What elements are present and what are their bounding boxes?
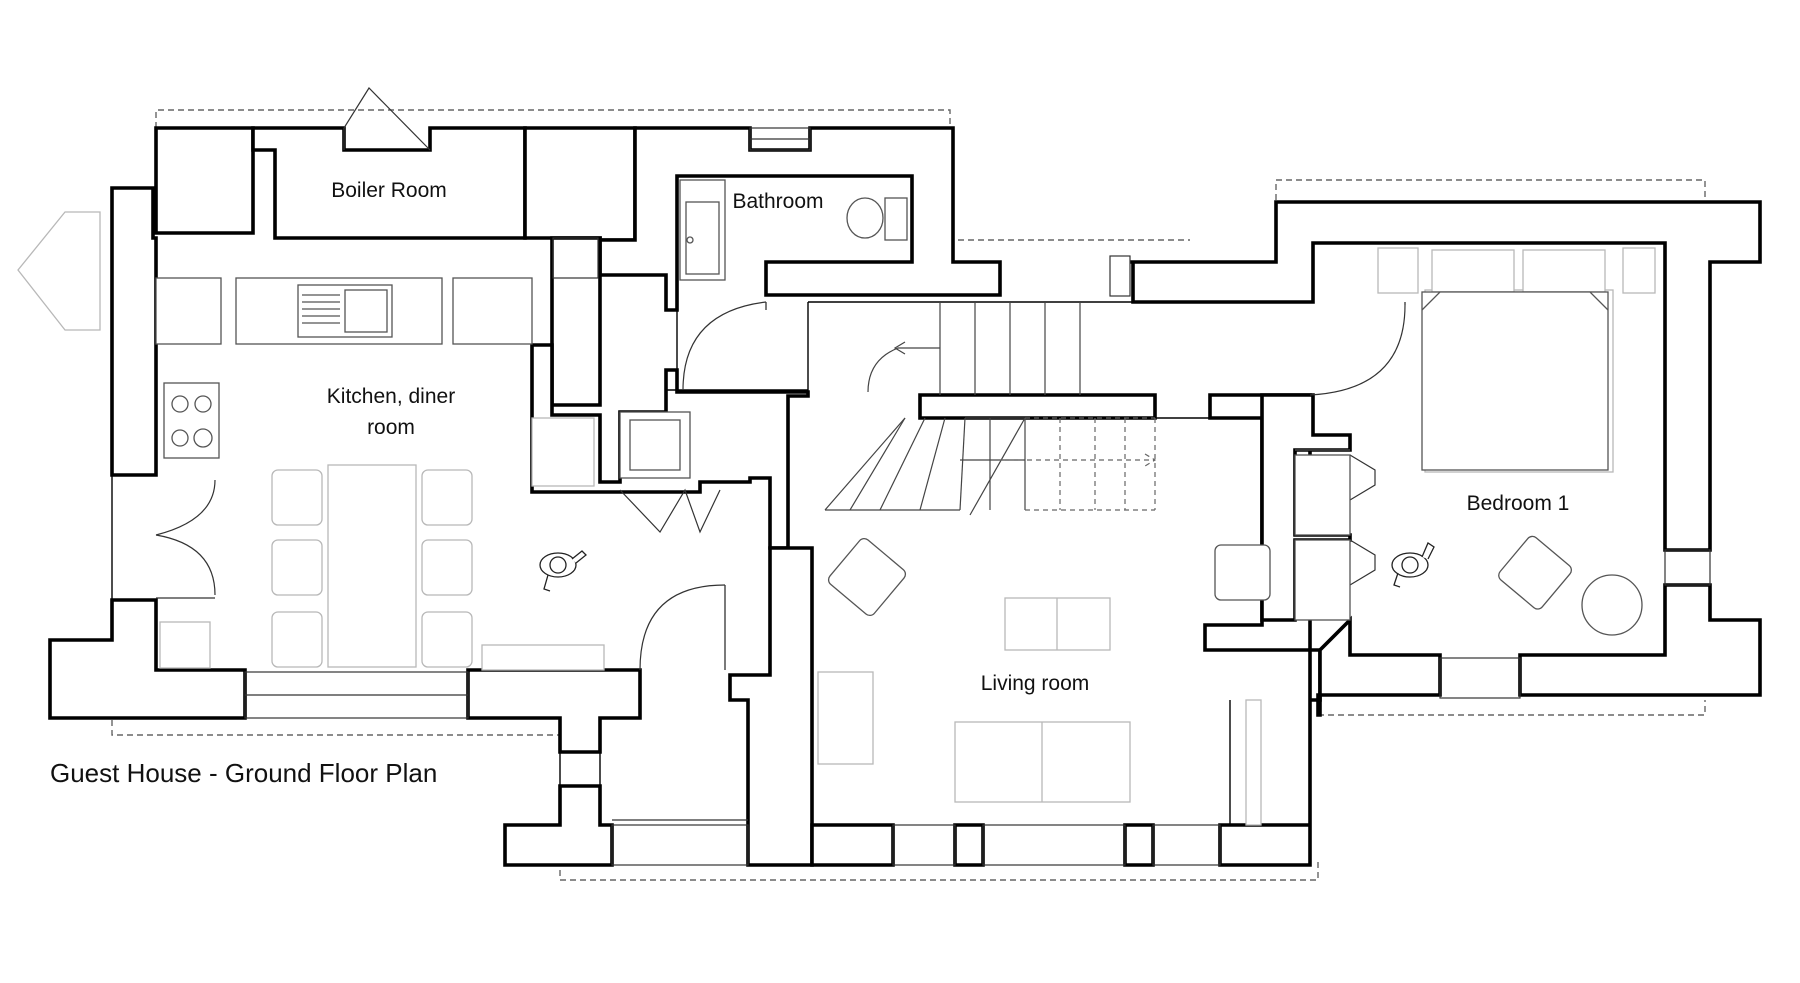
wall-west bbox=[110, 186, 158, 477]
partitions bbox=[111, 301, 1262, 825]
wall-entry bbox=[503, 784, 614, 867]
bedroom-furniture bbox=[1294, 247, 1656, 636]
label-kitchen-line2: room bbox=[367, 416, 415, 439]
wall-pier-2 bbox=[1123, 823, 1155, 867]
wall-south-kitchen bbox=[466, 668, 642, 754]
doors bbox=[155, 87, 1406, 671]
stairs bbox=[824, 302, 1157, 516]
wall-bedroom-south bbox=[1518, 583, 1762, 697]
roof-outline bbox=[111, 109, 1706, 881]
windows bbox=[17, 127, 1711, 866]
wall-north-central bbox=[598, 126, 1002, 312]
plan-title: Guest House - Ground Floor Plan bbox=[50, 758, 438, 788]
label-kitchen-line1: Kitchen, diner bbox=[327, 385, 455, 408]
bathroom-fixtures bbox=[679, 179, 908, 281]
walls bbox=[48, 126, 1762, 867]
wall-pier-1 bbox=[953, 823, 985, 867]
wall-south-living bbox=[810, 823, 895, 867]
label-bedroom-1: Bedroom 1 bbox=[1467, 492, 1570, 515]
living-furniture bbox=[817, 537, 1271, 826]
wall-living-west bbox=[728, 546, 814, 867]
wall-south-west bbox=[48, 598, 247, 720]
label-living-room: Living room bbox=[981, 672, 1090, 695]
label-bathroom: Bathroom bbox=[732, 190, 823, 213]
room-labels: Boiler Room Bathroom Kitchen, diner room… bbox=[327, 179, 1570, 695]
person-figures bbox=[539, 542, 1435, 592]
wall-bedroom-east-south bbox=[1316, 615, 1442, 717]
wall-boiler-east bbox=[523, 126, 637, 242]
kitchen-fixtures bbox=[155, 277, 691, 671]
wall-north-west bbox=[154, 126, 255, 235]
label-boiler-room: Boiler Room bbox=[331, 179, 447, 202]
wall-kitchen-hall bbox=[550, 236, 602, 407]
wall-stair-divider bbox=[918, 393, 1157, 420]
